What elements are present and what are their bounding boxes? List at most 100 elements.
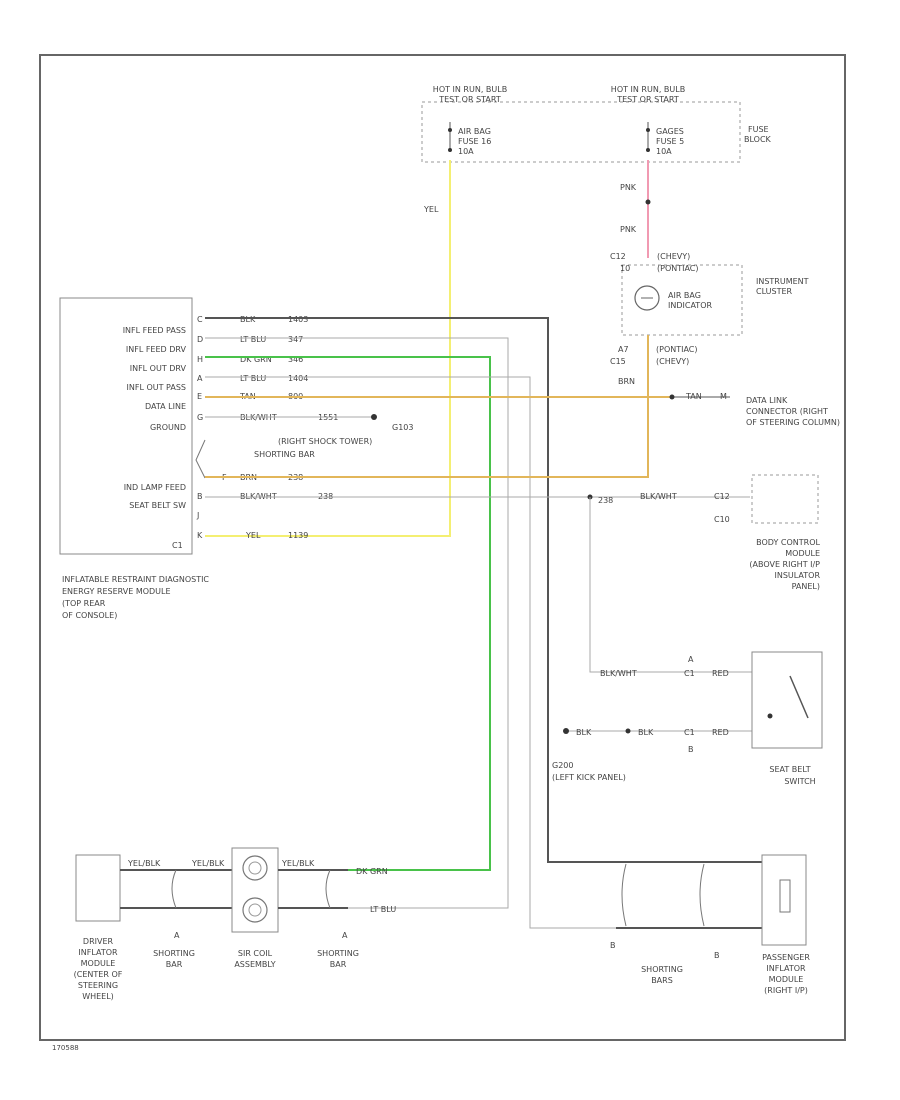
shorting-bar-label: SHORTING BAR	[254, 450, 315, 459]
passenger-name-2: INFLATOR	[766, 964, 806, 973]
wire-brn-238	[205, 335, 649, 478]
seat-belt-pin-a: A	[688, 655, 694, 664]
module-pin-label: INFL OUT PASS	[127, 383, 186, 392]
wire-yel-feed	[205, 160, 451, 537]
dlc-pin: M	[720, 392, 727, 401]
shorting1-name-1: SHORTING	[153, 949, 195, 958]
cluster-pin-a7: A7	[618, 345, 629, 354]
wire-circuit: 1403	[288, 315, 308, 324]
bcm-wire: BLK/WHT	[640, 492, 677, 501]
fuse-left-fuse: FUSE 16	[458, 137, 491, 146]
sir-coil-bot	[242, 897, 268, 923]
passenger-inflator-element	[779, 879, 791, 913]
module-pin-label: SEAT BELT SW	[129, 501, 186, 510]
bottom-pin-a2: A	[342, 931, 348, 940]
pnk-splice	[645, 199, 651, 205]
air-bag-indicator-lamp	[634, 285, 660, 311]
driver-name-3: MODULE	[81, 959, 116, 968]
shorting-bar-2	[325, 869, 331, 909]
bottom-pin-b2: B	[714, 951, 720, 960]
cluster-name-1: INSTRUMENT	[756, 277, 809, 286]
wire-pin: J	[196, 511, 199, 520]
wire-color: LT BLU	[240, 335, 266, 344]
cluster-name-2: CLUSTER	[756, 287, 793, 296]
diagnostic-module-box	[59, 297, 193, 555]
wire-pin: G	[197, 413, 203, 422]
bottom-dk-grn: DK GRN	[356, 867, 388, 876]
g200-desc: (LEFT KICK PANEL)	[552, 773, 626, 782]
wire-color: DK GRN	[240, 355, 272, 364]
shorting-bar-4	[699, 863, 705, 927]
driver-name-5: STEERING	[78, 981, 118, 990]
fuse-block-label-1: FUSE	[748, 125, 769, 134]
module-name-3: (TOP REAR	[62, 599, 106, 608]
bottom-labels: DRIVER INFLATOR MODULE (CENTER OF STEERI…	[74, 937, 811, 1001]
bottom-lt-blu: LT BLU	[370, 905, 396, 914]
cluster-brand-top: (CHEVY)	[657, 252, 690, 261]
bcm-name-3: (ABOVE RIGHT I/P	[749, 560, 820, 569]
bottom-wire-lbl-1: YEL/BLK	[127, 859, 161, 868]
driver-name-2: INFLATOR	[78, 948, 118, 957]
module-wire-labels: C BLK 1403 D LT BLU 347 H DK GRN 346 A L…	[196, 315, 338, 540]
bcm-name-2: MODULE	[785, 549, 820, 558]
fuse-block-outline	[421, 101, 741, 163]
cluster-indicator-line1: AIR BAG	[668, 291, 701, 300]
passenger-name-3: MODULE	[769, 975, 804, 984]
fuse-left-line2: TEST OR START	[438, 95, 501, 104]
module-pin-label: INFL OUT DRV	[130, 364, 187, 373]
fuse-right-line1: HOT IN RUN, BULB	[611, 85, 685, 94]
dlc-name-2: CONNECTOR (RIGHT	[746, 407, 828, 416]
seat-belt-splice	[625, 728, 631, 734]
bottom-wire-lbl-2: YEL/BLK	[191, 859, 225, 868]
shorting2-name-1: SHORTING	[317, 949, 359, 958]
coil-name-2: ASSEMBLY	[234, 960, 275, 969]
cluster-pin-c15: C15	[610, 357, 626, 366]
wire-color: LT BLU	[240, 374, 266, 383]
seat-belt-conn-a: C1	[684, 669, 695, 678]
seat-belt-wire-bot2: BLK	[638, 728, 654, 737]
seat-belt-pin-b: B	[688, 745, 694, 754]
ground-g103-dot	[371, 414, 377, 420]
bcm-pin: C12	[714, 492, 730, 501]
cluster-pin-c12: C12	[610, 252, 626, 261]
module-pin-label: INFL FEED PASS	[123, 326, 186, 335]
sir-coil-bot-inner	[248, 903, 262, 917]
wire-pnk-label-2: PNK	[620, 225, 637, 234]
instrument-cluster-outline	[621, 264, 743, 336]
wire-pin: D	[197, 335, 203, 344]
driver-name-6: WHEEL)	[82, 992, 114, 1001]
module-pin-label: INFL FEED DRV	[126, 345, 187, 354]
driver-name-1: DRIVER	[83, 937, 114, 946]
wire-pin: C	[197, 315, 203, 324]
bcm-name-5: PANEL)	[792, 582, 820, 591]
shorting-bar-1	[171, 869, 177, 909]
shorting3-name-2: BARS	[651, 976, 673, 985]
module-name-4: OF CONSOLE)	[62, 611, 117, 620]
ground-g103: G103	[392, 423, 413, 432]
cluster-wire-brn: BRN	[618, 377, 635, 386]
bottom-pin-a: A	[174, 931, 180, 940]
seat-belt-name-2: SWITCH	[784, 777, 815, 786]
bcm-outline	[751, 474, 819, 524]
shorting2-name-2: BAR	[330, 960, 347, 969]
wire-pin: A	[197, 374, 203, 383]
driver-name-4: (CENTER OF	[74, 970, 123, 979]
shorting1-name-2: BAR	[166, 960, 183, 969]
bcm-conn: C10	[714, 515, 730, 524]
passenger-name-4: (RIGHT I/P)	[764, 986, 808, 995]
wire-color: YEL	[245, 531, 261, 540]
wire-yel-label: YEL	[423, 205, 439, 214]
seat-belt-right-b: RED	[712, 728, 729, 737]
module-name-1: INFLATABLE RESTRAINT DIAGNOSTIC	[62, 575, 209, 584]
wire-circuit: 1139	[288, 531, 308, 540]
module-connector: C1	[172, 541, 183, 550]
module-pin-label: DATA LINE	[145, 402, 186, 411]
footer-code: 170588	[52, 1044, 79, 1052]
wire-circuit: 1404	[288, 374, 308, 383]
wire-pin: K	[197, 531, 203, 540]
wire-seatbelt-top	[589, 497, 752, 673]
g200-label: G200	[552, 761, 573, 770]
cluster-brand-top2: (PONTIAC)	[657, 264, 699, 273]
seat-belt-switch-blade	[789, 675, 809, 719]
